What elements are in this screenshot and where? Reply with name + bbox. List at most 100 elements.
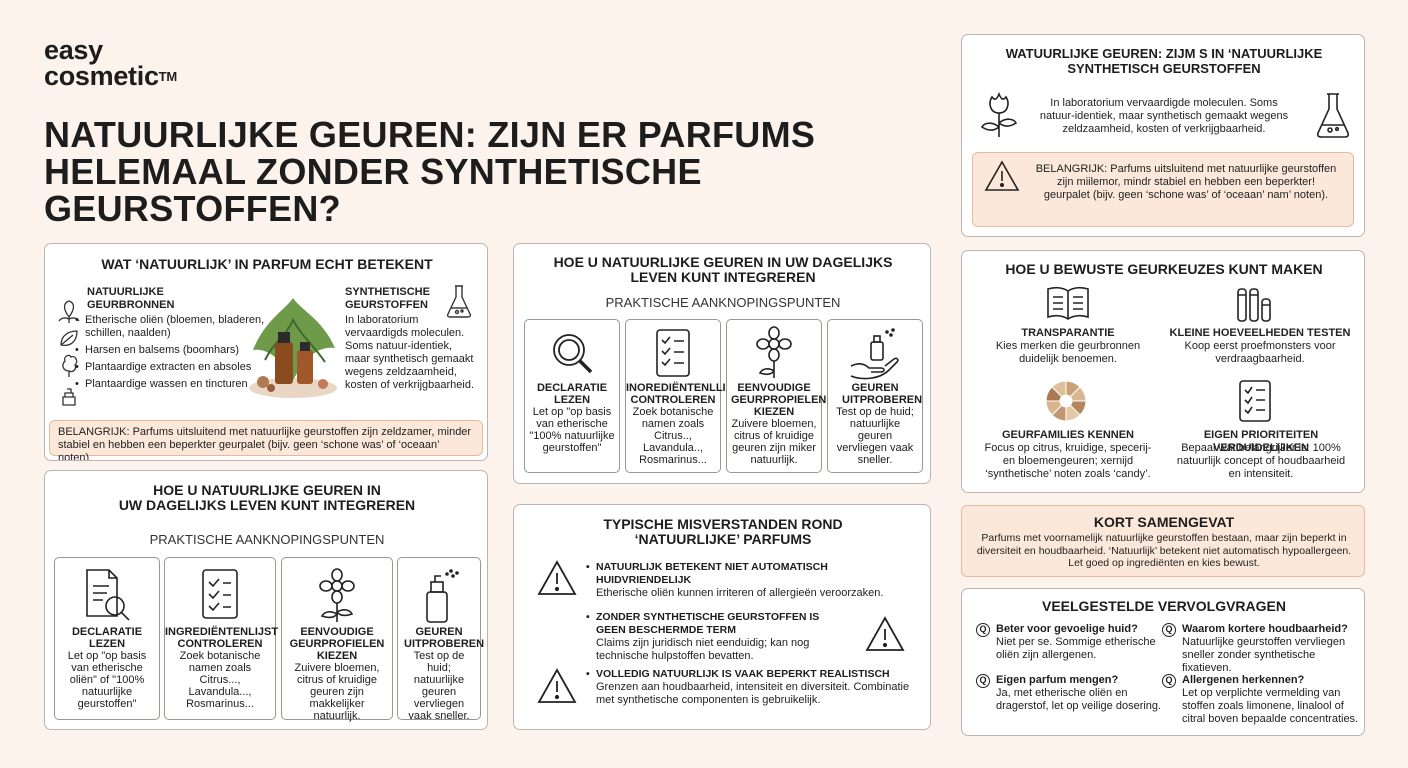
tile-text: Let op "op basis van etherische "100% na… [529,406,615,454]
list-item: Plantaardige wassen en tincturen [75,378,275,391]
card-title-line1: WATUURLIJKE GEUREN: ZIJM S IN ‘NATUURLIJ… [1005,46,1323,61]
brand-line1: easy [44,35,103,65]
choice-text: Bepaal wat belangrijker is: 100% natuurl… [1176,442,1346,480]
summary-text: Parfums met voornamelijk natuurlijke geu… [976,532,1352,569]
summary-title: KORT SAMENGEVAT [1093,514,1235,530]
misconception-text: Claims zijn juridisch niet eenduidig; ka… [596,637,810,662]
important-note: BELANGRIJK: Parfums uitsluitend met natu… [972,152,1354,227]
natural-sources-list: Etherische oliën (bloemen, bladeren, sch… [75,314,275,391]
tile-text: Let op "op basis van etherische oliën" o… [67,650,147,710]
natural-sources-heading: NATUURLIJKE GEURBRONNEN [87,286,175,311]
faq-item: Q Allergenen herkennen? Let op verplicht… [1162,674,1362,726]
list-item: Plantaardige extracten en absoles [75,361,275,374]
misconception-text: Grenzen aan houdbaarheid, intensiteit en… [596,681,910,706]
misconception-3: VOLLEDIG NATUURLIJK IS VAAK BEPERKT REAL… [586,668,916,707]
flower-icon [319,568,355,622]
faq-answer: Natuurlijke geurstoffen vervliegen snell… [1182,636,1346,674]
card-title: TYPISCHE MISVERSTANDEN ROND ‘NATUURLIJKE… [514,516,930,547]
misconception-title: NATUURLIJK BETEKENT NIET AUTOMATISCH HUI… [586,561,886,587]
tile-try-scents: GEUREN UITPROBEREN Test op de huid; natu… [827,319,923,473]
faq-question: Eigen parfum mengen? [996,674,1119,686]
question-icon: Q [976,674,990,688]
brand-line2: cosmetic [44,61,159,91]
faq-item: Q Eigen parfum mengen? Ja, met etherisch… [976,674,1162,713]
checklist-icon [656,329,690,377]
question-icon: Q [1162,674,1176,688]
tile-text: Zuivere bloemen, citrus of kruidige geur… [731,418,817,466]
card-title: VEELGESTELDE VERVOLGVRAGEN [1041,598,1286,614]
card-faq: VEELGESTELDE VERVOLGVRAGEN Q Beter voor … [961,588,1365,736]
card-subtitle: PRAKTISCHE AANKNOPINGSPUNTEN [605,295,841,310]
document-magnifier-icon [86,569,130,621]
choice-title: GEURFAMILIES KENNEN [1001,429,1134,441]
page-title-line2: HELEMAAL ZONDER SYNTHETISCHE [44,151,702,192]
card-title-line1: TYPISCHE MISVERSTANDEN ROND [603,516,843,532]
synthetic-description: In laboratorium vervaardigde moleculen. … [1039,97,1289,135]
choice-text: Koop eerst proefmonsters voor verdraagba… [1184,340,1336,365]
card-title: WATUURLIJKE GEUREN: ZIJM S IN ‘NATUURLIJ… [962,46,1364,76]
tile-text: Zoek botanische namen zoals Citrus.., La… [632,406,714,466]
list-item: Harsen en balsems (boomhars) [75,344,275,357]
tile-title: INGREDIËNTENLIJST CONTROLEREN [165,626,279,650]
flower-icon [756,326,792,378]
hand-spray-icon [850,328,899,380]
summary-box: KORT SAMENGEVAT Parfums met voornamelijk… [961,505,1365,577]
misconception-2: ZONDER SYNTHETISCHE GEURSTOFFEN IS GEEN … [586,611,846,663]
important-note-text: BELANGRIJK: Parfums uitsluitend met natu… [1035,163,1337,201]
essential-oil-bottles-illustration [245,290,341,405]
choice-title: TRANSPARANTIE [1021,327,1115,339]
page-title-line1: NATUURLIJKE GEUREN: ZIJN ER PARFUMS [44,114,816,155]
card-conscious-choices: HOE U BEWUSTE GEURKEUZES KUNT MAKEN TRAN… [961,250,1365,493]
tile-title: EENVOUDIGE GEURPROPIELEN KIEZEN [731,382,827,418]
tile-text: Zoek botanische namen zoals Citrus..., L… [179,650,261,710]
synthetic-heading: SYNTHETISCHE GEURSTOFFEN [345,286,430,311]
tile-declaration: DECLARATIE LEZEN Let op "op basis van et… [524,319,620,473]
tile-simple-profiles: EENVOUDIGE GEURPROFIELEN KIEZEN Zuivere … [281,557,393,722]
card-subtitle: PRAKTISCHE AANKNOPINGSPUNTEN [149,532,385,547]
faq-answer: Niet per se. Sommige etherische oliën zi… [996,636,1156,661]
question-icon: Q [976,623,990,637]
warning-icon [865,616,905,651]
list-item: Etherische oliën (bloemen, bladeren, sch… [75,314,275,340]
faq-answer: Ja, met etherische oliën en dragerstof, … [996,687,1162,712]
card-title-line1: HOE U NATUURLIJKE GEUREN IN UW DAGELIJKS [553,254,893,270]
faq-answer: Let op verplichte vermelding van stoffen… [1182,687,1359,725]
card-title: HOE U NATUURLIJKE GEUREN IN UW DAGELIJKS… [514,254,930,285]
misconception-title: VOLLEDIG NATUURLIJK IS VAAK BEPERKT REAL… [586,668,916,681]
tile-text: Zuivere bloemen, citrus of kruidige geur… [294,662,380,722]
warning-icon [537,560,577,595]
sample-vials-icon [1237,288,1271,322]
tile-text: Test op de huid; natuurlijke geuren verv… [836,406,914,466]
card-title-line2: ‘NATUURLIJKE’ PARFUMS [634,531,812,547]
card-daily-integration-left: HOE U NATUURLIJKE GEUREN IN UW DAGELIJKS… [44,470,488,730]
card-title: HOE U NATUURLIJKE GEUREN IN UW DAGELIJKS… [45,483,487,513]
rose-icon [980,91,1018,137]
flask-icon [1316,93,1350,138]
tile-ingredients: INOREDIËNTENLLIJST CONTROLEREN Zoek bota… [625,319,746,473]
important-note: BELANGRIJK: Parfums uitsluitend met natu… [49,420,483,460]
tile-title: EENVOUDIGE GEURPROFIELEN KIEZEN [289,626,385,662]
misconception-title: ZONDER SYNTHETISCHE GEURSTOFFEN IS GEEN … [586,611,846,637]
checklist-icon [202,569,238,619]
card-natural-vs-synthetic: WATUURLIJKE GEUREN: ZIJM S IN ‘NATUURLIJ… [961,34,1365,237]
important-note-text: BELANGRIJK: Parfums uitsluitend met natu… [58,426,472,461]
card-title-line2: SYNTHETISCH GEURSTOFFEN [1067,61,1261,76]
warning-icon [984,160,1020,191]
faq-item: Q Waarom kortere houdbaarheid? Natuurlij… [1162,623,1362,675]
page-title: NATUURLIJKE GEUREN: ZIJN ER PARFUMS HELE… [44,116,864,227]
open-book-icon [1047,286,1089,320]
synthetic-description: In laboratorium vervaardigds moleculen. … [345,314,475,391]
tile-title: GEUREN UITPROBEREN [842,382,923,406]
spray-bottle-icon [426,569,459,623]
page-title-line3: GEURSTOFFEN? [44,188,341,229]
tile-simple-profiles: EENVOUDIGE GEURPROPIELEN KIEZEN Zuivere … [726,319,827,473]
choice-text: Focus op citrus, kruidige, specerij- en … [984,442,1152,480]
tile-ingredients: INGREDIËNTENLIJST CONTROLEREN Zoek botan… [164,557,279,720]
choice-title: KLEINE HOEVEELHEDEN TESTEN [1169,327,1351,339]
faq-question: Allergenen herkennen? [1182,674,1305,686]
checklist-icon [1239,380,1271,422]
brand-tm: TM [158,69,177,84]
misconception-text: Etherische oliën kunnen irriteren of all… [596,587,884,599]
card-title: WAT ‘NATUURLIJK’ IN PARFUM ECHT BETEKENT [101,256,433,272]
card-natural-meaning: WAT ‘NATUURLIJK’ IN PARFUM ECHT BETEKENT… [44,243,488,461]
